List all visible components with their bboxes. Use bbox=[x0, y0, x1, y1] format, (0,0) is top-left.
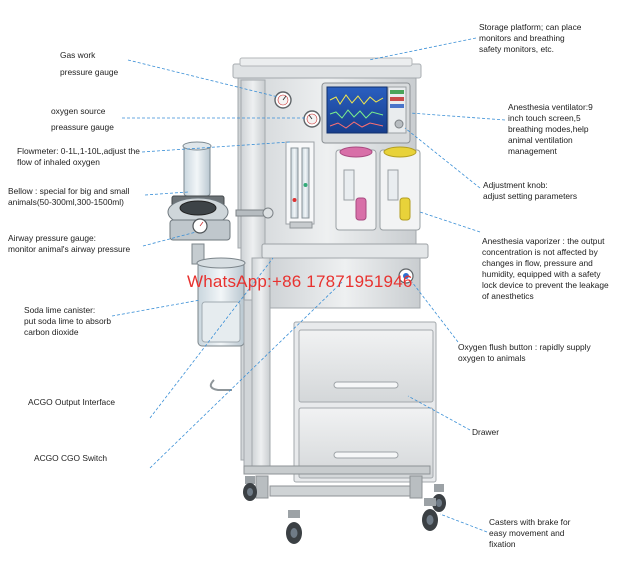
label-line: ACGO CGO Switch bbox=[34, 453, 108, 463]
label-acgo-output: ACGO Output Interface bbox=[28, 397, 115, 408]
label-soda-lime-canister: Soda lime canister: put soda lime to abs… bbox=[24, 305, 111, 338]
label-airway-pressure-gauge: Airway pressure gauge: monitor animal's … bbox=[8, 233, 130, 255]
label-line: Anesthesia vaporizer : the output bbox=[482, 236, 605, 246]
label-line: oxygen to animals bbox=[458, 353, 526, 363]
label-line: Bellow : special for big and small bbox=[8, 186, 130, 196]
ventilator-screen bbox=[321, 82, 411, 144]
label-line: lock device to prevent the leakage bbox=[482, 280, 609, 290]
label-line: Airway pressure gauge: bbox=[8, 233, 96, 243]
label-line: Flowmeter: 0-1L,1-10L,adjust the bbox=[17, 146, 140, 156]
label-line: ACGO Output Interface bbox=[28, 397, 116, 407]
label-line: flow of inhaled oxygen bbox=[17, 157, 100, 167]
adjustment-knob bbox=[394, 119, 404, 129]
label-line: monitors and breathing bbox=[479, 33, 565, 43]
work-table bbox=[261, 243, 429, 309]
caster-front-left bbox=[286, 510, 302, 544]
label-line: put soda lime to absorb bbox=[24, 316, 112, 326]
label-line: humidity, equipped with a safety bbox=[482, 269, 601, 279]
label-casters: Casters with brake for easy movement and… bbox=[489, 517, 570, 550]
soda-lime-canister bbox=[191, 243, 246, 391]
label-anesthesia-vaporizer: Anesthesia vaporizer : the output concen… bbox=[482, 236, 609, 302]
label-gas-work-gauge: Gas work pressure gauge bbox=[60, 47, 118, 81]
label-line: changes in flow, pressure and bbox=[482, 258, 593, 268]
leader-lines bbox=[111, 37, 506, 533]
storage-platform bbox=[232, 57, 422, 79]
label-line: pressure gauge bbox=[60, 67, 119, 77]
label-line: Gas work bbox=[60, 50, 96, 60]
vaporizers bbox=[335, 146, 421, 231]
gauges bbox=[274, 91, 321, 128]
label-line: easy movement and bbox=[489, 528, 565, 538]
label-line: management bbox=[508, 146, 557, 156]
drawer-cabinet bbox=[293, 321, 437, 483]
caster-back-left bbox=[243, 476, 257, 501]
label-oxygen-source-gauge: oxygen source preassure gauge bbox=[51, 103, 114, 135]
bellow-assembly bbox=[167, 141, 274, 241]
label-line: animals(50-300ml,300-1500ml) bbox=[8, 197, 124, 207]
label-line: safety monitors, etc. bbox=[479, 44, 554, 54]
label-line: carbon dioxide bbox=[24, 327, 79, 337]
flowmeter bbox=[285, 141, 315, 229]
watermark-text: WhatsApp:+86 17871951946 bbox=[187, 272, 413, 291]
label-flowmeter: Flowmeter: 0-1L,1-10L,adjust the flow of… bbox=[17, 146, 140, 168]
label-oxygen-flush: Oxygen flush button : rapidly supply oxy… bbox=[458, 342, 591, 364]
label-line: Casters with brake for bbox=[489, 517, 571, 527]
label-line: monitor animal's airway pressure bbox=[8, 244, 131, 254]
label-acgo-switch: ACGO CGO Switch bbox=[34, 453, 107, 464]
label-line: Storage platform; can place bbox=[479, 22, 582, 32]
label-line: fixation bbox=[489, 539, 516, 549]
caster-front-right bbox=[422, 498, 438, 531]
label-adjustment-knob: Adjustment knob: adjust setting paramete… bbox=[483, 180, 577, 202]
label-line: preassure gauge bbox=[51, 122, 114, 132]
label-line: adjust setting parameters bbox=[483, 191, 578, 201]
label-line: inch touch screen,5 bbox=[508, 113, 581, 123]
label-line: of anesthetics bbox=[482, 291, 534, 301]
label-line: oxygen source bbox=[51, 106, 106, 116]
label-storage-platform: Storage platform; can place monitors and… bbox=[479, 22, 581, 55]
label-line: Adjustment knob: bbox=[483, 180, 548, 190]
label-line: Anesthesia ventilator:9 bbox=[508, 102, 593, 112]
base-frame bbox=[243, 465, 431, 499]
label-anesthesia-ventilator: Anesthesia ventilator:9 inch touch scree… bbox=[508, 102, 593, 157]
label-bellow: Bellow : special for big and small anima… bbox=[8, 186, 130, 208]
label-line: Soda lime canister: bbox=[24, 305, 96, 315]
casters bbox=[243, 476, 446, 544]
label-line: animal ventilation bbox=[508, 135, 573, 145]
label-drawer: Drawer bbox=[472, 427, 499, 438]
label-line: Oxygen flush button : rapidly supply bbox=[458, 342, 591, 352]
label-line: breathing modes,help bbox=[508, 124, 589, 134]
label-line: concentration is not affected by bbox=[482, 247, 598, 257]
label-line: Drawer bbox=[472, 427, 499, 437]
